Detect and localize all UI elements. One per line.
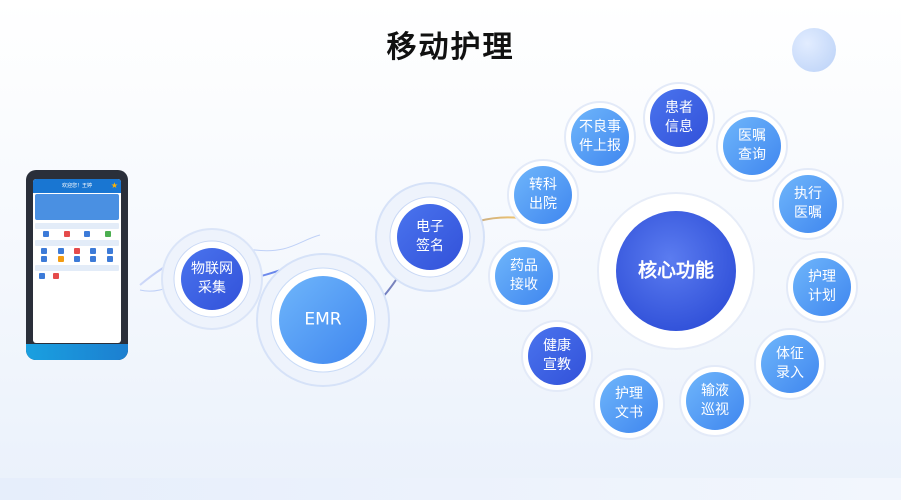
decorative-sphere <box>792 28 836 72</box>
screen-icon-row <box>36 248 118 254</box>
function-label: 转科出院 <box>529 177 557 212</box>
function-node <box>793 258 851 316</box>
function-node <box>571 108 629 166</box>
app-icon <box>43 231 50 237</box>
app-icon <box>39 273 45 279</box>
core-circle <box>616 211 736 331</box>
app-icon <box>73 256 80 262</box>
app-icon <box>41 248 48 254</box>
device-screen: 欢迎您！王婷 ★ <box>33 179 121 343</box>
function-label: 药品接收 <box>510 258 538 293</box>
app-icon <box>63 231 70 237</box>
app-icon <box>84 231 91 237</box>
function-node <box>495 247 553 305</box>
screen-panel <box>35 194 119 220</box>
app-icon <box>41 256 48 262</box>
function-node <box>723 117 781 175</box>
function-node <box>761 335 819 393</box>
function-node <box>686 372 744 430</box>
function-label: 执行医嘱 <box>794 186 822 221</box>
app-icon <box>53 273 59 279</box>
app-icon <box>90 248 97 254</box>
function-node <box>528 327 586 385</box>
app-icon <box>57 248 64 254</box>
app-icon <box>106 256 113 262</box>
node-esign <box>375 182 485 292</box>
screen-icon-row <box>36 231 118 237</box>
app-icon <box>73 248 80 254</box>
esign-label: 电子 签名 <box>416 219 444 254</box>
function-node <box>650 89 708 147</box>
iot-label: 物联网 采集 <box>191 261 233 296</box>
function-node <box>600 375 658 433</box>
function-label: 健康宣教 <box>543 338 571 373</box>
star-icon: ★ <box>110 181 118 190</box>
function-label: 不良事件上报 <box>579 119 621 154</box>
function-label: 护理计划 <box>808 269 836 304</box>
screen-section <box>35 223 119 229</box>
function-node <box>779 175 837 233</box>
node-iot <box>161 228 263 330</box>
page-title: 移动护理 <box>386 30 515 65</box>
screen-section <box>35 240 119 246</box>
mobile-device: 欢迎您！王婷 ★ <box>26 170 128 360</box>
screen-section <box>35 265 119 271</box>
core-label: 核心功能 <box>637 259 715 282</box>
function-label: 护理文书 <box>615 386 643 421</box>
function-label: 医嘱查询 <box>738 128 766 163</box>
screen-icon-row <box>36 256 118 262</box>
app-icon <box>106 248 113 254</box>
screen-icon-row <box>39 273 118 279</box>
app-icon <box>90 256 97 262</box>
app-icon <box>57 256 64 262</box>
app-icon <box>104 231 111 237</box>
function-node <box>514 166 572 224</box>
bottom-bar <box>0 478 901 500</box>
function-label: 输液巡视 <box>701 383 729 418</box>
function-label: 体征录入 <box>776 346 804 381</box>
node-emr <box>256 253 390 387</box>
emr-label: EMR <box>304 309 342 330</box>
function-label: 患者信息 <box>665 100 693 135</box>
screen-header: 欢迎您！王婷 ★ <box>33 179 121 193</box>
device-bezel <box>26 344 128 360</box>
